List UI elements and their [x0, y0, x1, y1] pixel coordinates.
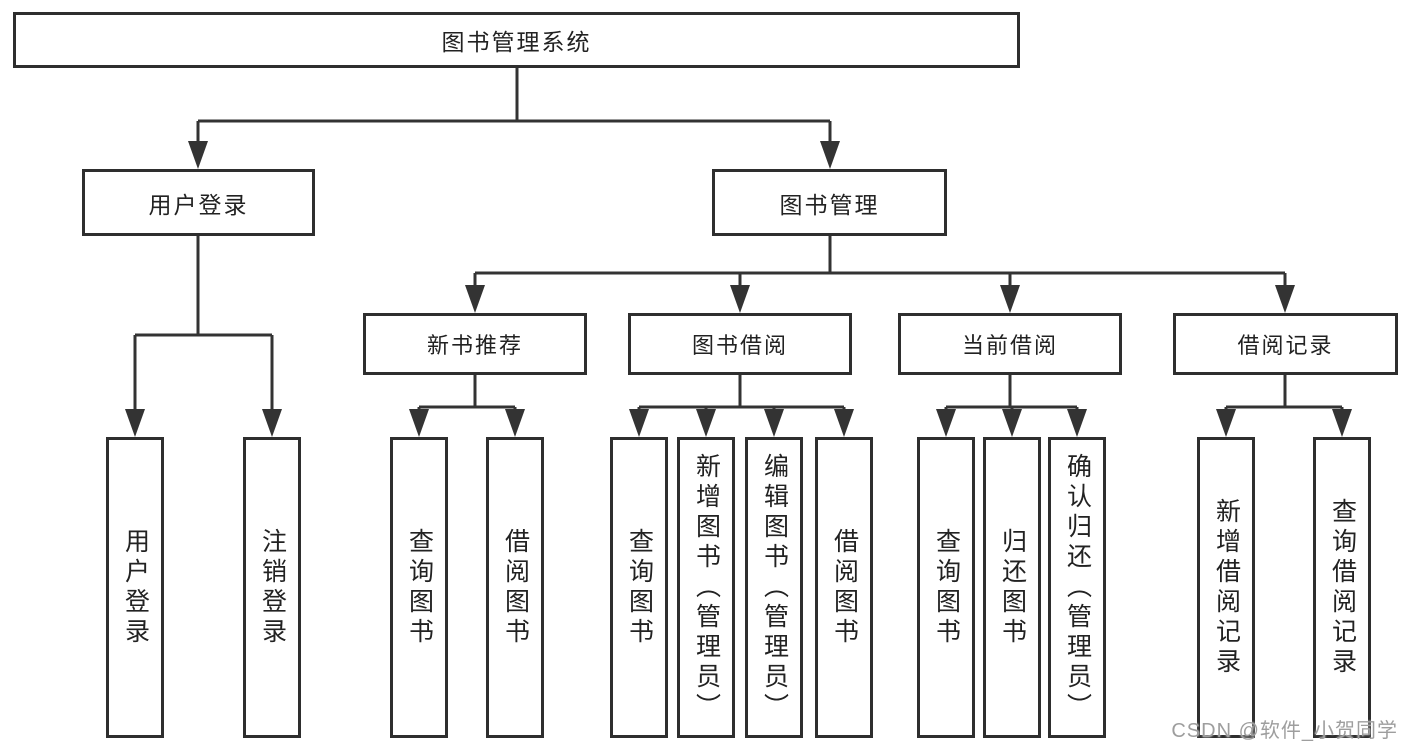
leaf-add-books-admin: 新增图书（管理员） [677, 437, 735, 738]
leaf-logout: 注销登录 [243, 437, 301, 738]
connector-line-paths [133, 68, 1344, 432]
node-label: 新书推荐 [426, 333, 523, 358]
node-label: 借阅图书 [501, 527, 530, 648]
leaf-borrow-books-recommend: 借阅图书 [486, 437, 544, 738]
leaf-user-login: 用户登录 [106, 437, 164, 738]
node-label: 查询图书 [405, 527, 434, 648]
node-label: 查询图书 [932, 527, 961, 648]
node-label: 图书管理 [779, 191, 880, 218]
node-label: 用户登录 [148, 191, 249, 218]
leaf-add-borrow-record: 新增借阅记录 [1197, 437, 1255, 738]
node-label: 注销登录 [258, 527, 287, 648]
csdn-watermark: CSDN @软件_小贺同学 [1171, 720, 1398, 742]
leaf-return-books: 归还图书 [983, 437, 1041, 738]
node-borrowing-records: 借阅记录 [1173, 313, 1398, 375]
leaf-query-books-recommend: 查询图书 [390, 437, 448, 738]
leaf-query-books-current: 查询图书 [917, 437, 975, 738]
node-book-management: 图书管理 [712, 169, 947, 236]
leaf-confirm-return-admin: 确认归还（管理员） [1048, 437, 1106, 738]
node-label: 查询图书 [625, 527, 654, 648]
node-library-management-system: 图书管理系统 [13, 12, 1020, 68]
node-book-borrowing: 图书借阅 [628, 313, 852, 375]
node-label: 查询借阅记录 [1328, 497, 1357, 678]
node-label: 当前借阅 [961, 333, 1058, 358]
leaf-query-borrow-record: 查询借阅记录 [1313, 437, 1371, 738]
node-label: 新增借阅记录 [1212, 497, 1241, 678]
node-label: 借阅图书 [830, 527, 859, 648]
node-label: 用户登录 [121, 527, 150, 648]
node-user-login: 用户登录 [82, 169, 315, 236]
leaf-query-books-borrow: 查询图书 [610, 437, 668, 738]
node-label: 图书借阅 [691, 333, 788, 358]
node-label: 图书管理系统 [441, 29, 592, 55]
leaf-edit-books-admin: 编辑图书（管理员） [745, 437, 803, 738]
node-label: 确认归还（管理员） [1063, 452, 1092, 723]
node-current-borrowing: 当前借阅 [898, 313, 1122, 375]
node-label: 新增图书（管理员） [692, 452, 721, 723]
node-new-book-recommendation: 新书推荐 [363, 313, 587, 375]
leaf-borrow-books: 借阅图书 [815, 437, 873, 738]
node-label: 归还图书 [998, 527, 1027, 648]
node-label: 编辑图书（管理员） [760, 452, 789, 723]
node-label: 借阅记录 [1237, 333, 1334, 358]
